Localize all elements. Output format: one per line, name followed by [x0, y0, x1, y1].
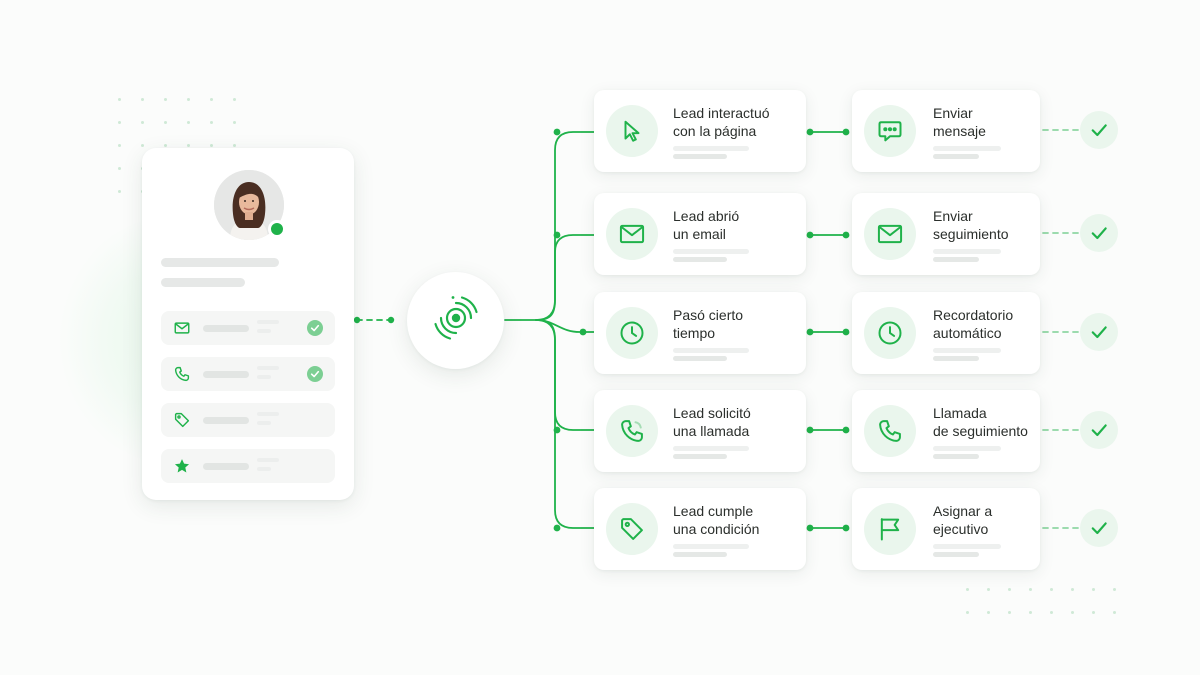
action-label: Enviar mensaje — [933, 105, 986, 139]
completed-check-icon — [1080, 313, 1118, 351]
connector-dot — [806, 231, 814, 239]
branch-3 — [535, 319, 595, 333]
trigger-label: Lead abrió un email — [673, 208, 740, 242]
connector-dot — [553, 128, 561, 136]
connector-dot — [806, 128, 814, 136]
clock-icon — [864, 307, 916, 359]
completed-check-icon — [1080, 509, 1118, 547]
completed-check-icon — [1080, 111, 1118, 149]
completed-check-icon — [1080, 411, 1118, 449]
decorative-dot-grid — [966, 588, 1116, 614]
subtitle-placeholder — [161, 278, 245, 287]
check-icon — [307, 320, 323, 336]
phone-icon — [864, 405, 916, 457]
phone-icon — [606, 405, 658, 457]
action-label: Recordatorio automático — [933, 307, 1014, 341]
connector-dot — [553, 524, 561, 532]
action-card-send-message[interactable]: Enviar mensaje — [852, 90, 1040, 172]
connector-dot — [553, 426, 561, 434]
action-label: Enviar seguimiento — [933, 208, 1009, 242]
branch-2 — [535, 234, 595, 321]
connector-dot — [387, 316, 395, 324]
connector-dot — [553, 231, 561, 239]
name-placeholder — [161, 258, 279, 267]
trigger-label: Pasó cierto tiempo — [673, 307, 744, 341]
trigger-card-email-opened[interactable]: Lead abrió un email — [594, 193, 806, 275]
profile-row-email[interactable] — [161, 311, 335, 345]
phone-icon — [173, 365, 191, 383]
profile-row-tag[interactable] — [161, 403, 335, 437]
action-card-send-followup[interactable]: Enviar seguimiento — [852, 193, 1040, 275]
chat-icon — [864, 105, 916, 157]
profile-row-star[interactable] — [161, 449, 335, 483]
connector-dot — [842, 231, 850, 239]
action-card-assign-executive[interactable]: Asignar a ejecutivo — [852, 488, 1040, 570]
tag-icon — [173, 411, 191, 429]
flag-icon — [864, 503, 916, 555]
mail-icon — [173, 319, 191, 337]
trigger-card-call-requested[interactable]: Lead solicitó una llamada — [594, 390, 806, 472]
tag-icon — [606, 503, 658, 555]
star-icon — [173, 457, 191, 475]
automation-hub[interactable] — [407, 272, 504, 369]
lead-profile-card[interactable] — [142, 148, 354, 500]
profile-row-phone[interactable] — [161, 357, 335, 391]
avatar-photo — [214, 170, 284, 240]
trigger-label: Lead cumple una condición — [673, 503, 760, 537]
check-icon — [307, 366, 323, 382]
trigger-card-page-interaction[interactable]: Lead interactuó con la página — [594, 90, 806, 172]
action-label: Llamada de seguimiento — [933, 405, 1028, 439]
connector-dot — [842, 524, 850, 532]
trigger-label: Lead solicitó una llamada — [673, 405, 751, 439]
mail-icon — [864, 208, 916, 260]
connector-dot — [353, 316, 361, 324]
connector-dot — [842, 128, 850, 136]
action-label: Asignar a ejecutivo — [933, 503, 993, 537]
connector-dot — [842, 328, 850, 336]
branch-4 — [535, 319, 595, 431]
branch-5 — [535, 319, 595, 529]
trigger-card-time-passed[interactable]: Pasó cierto tiempo — [594, 292, 806, 374]
action-card-auto-reminder[interactable]: Recordatorio automático — [852, 292, 1040, 374]
trigger-label: Lead interactuó con la página — [673, 105, 770, 139]
branch-1 — [535, 131, 595, 321]
connector-dot — [842, 426, 850, 434]
cursor-icon — [606, 105, 658, 157]
connector-dot — [806, 328, 814, 336]
completed-check-icon — [1080, 214, 1118, 252]
connector-dot — [806, 426, 814, 434]
connector-dot — [806, 524, 814, 532]
trigger-card-condition-met[interactable]: Lead cumple una condición — [594, 488, 806, 570]
mail-icon — [606, 208, 658, 260]
connector-dot — [579, 328, 587, 336]
avatar — [214, 170, 286, 240]
online-status-badge — [268, 220, 286, 238]
action-card-followup-call[interactable]: Llamada de seguimiento — [852, 390, 1040, 472]
radar-target-icon — [432, 294, 480, 347]
clock-icon — [606, 307, 658, 359]
